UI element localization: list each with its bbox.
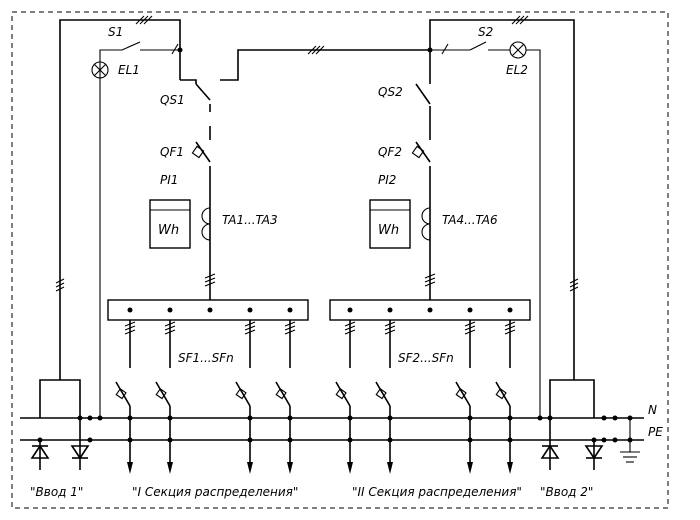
input1-feeder — [30, 15, 183, 470]
ta1-coils — [201, 207, 211, 241]
cabinet-frame — [11, 11, 669, 509]
qf2-label: QF2 — [378, 145, 402, 159]
meter1: Wh — [149, 199, 191, 249]
s2-label: S2 — [478, 25, 493, 39]
sf2-label: SF2...SFn — [398, 351, 454, 365]
qs1-disconnector — [180, 79, 211, 140]
meter1-label: Wh — [158, 223, 179, 238]
section-tie — [220, 45, 430, 81]
bus-n-label: N — [648, 403, 657, 417]
s1-label: S1 — [108, 25, 123, 39]
sf1-label: SF1...SFn — [178, 351, 234, 365]
ta1-label: TA1...TA3 — [222, 213, 278, 227]
qf2-breaker — [411, 141, 431, 300]
qs1-label: QS1 — [160, 93, 185, 107]
bus-pe-label: PE — [648, 425, 663, 439]
caption-input1: "Ввод 1" — [30, 485, 83, 499]
input2-feeder — [427, 15, 607, 470]
el1-label: EL1 — [118, 63, 140, 77]
qs2-disconnector — [415, 80, 431, 140]
meter2: Wh — [369, 199, 411, 249]
ta2-coils — [421, 207, 431, 241]
section1-feeders — [115, 320, 296, 474]
qs2-label: QS2 — [378, 85, 403, 99]
meter2-label: Wh — [378, 223, 399, 238]
pi2-label: PI2 — [378, 173, 396, 187]
el2-label: EL2 — [506, 63, 528, 77]
qf1-breaker — [191, 141, 211, 300]
lamp-el1-icon — [91, 61, 109, 79]
qf1-label: QF1 — [160, 145, 184, 159]
caption-input2: "Ввод 2" — [540, 485, 593, 499]
caption-section1: "I Секция распределения" — [132, 485, 298, 499]
ta2-label: TA4...TA6 — [442, 213, 498, 227]
section2-feeders — [335, 320, 516, 474]
pi1-label: PI1 — [160, 173, 178, 187]
caption-section2: "II Секция распределения" — [352, 485, 522, 499]
